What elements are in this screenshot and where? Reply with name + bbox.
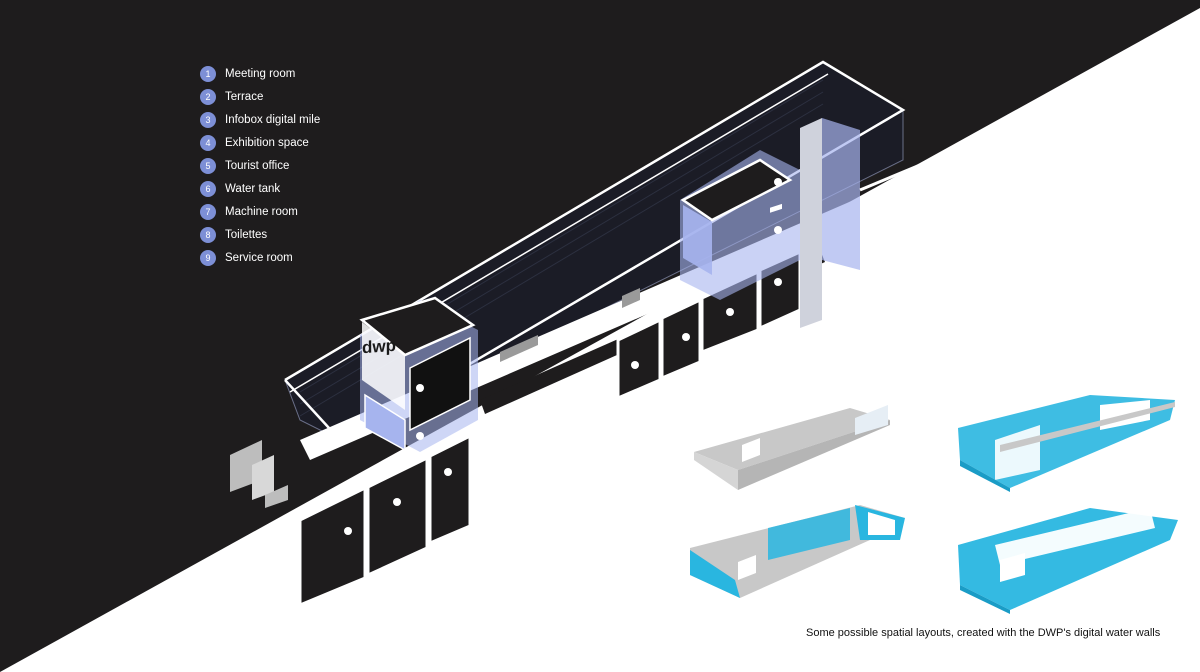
legend-item: 2 Terrace: [200, 85, 320, 108]
legend-number: 1: [200, 65, 216, 82]
layout-thumbnail-4: [958, 508, 1178, 614]
vertical-shaft: [800, 118, 822, 328]
legend-item: 6 Water tank: [200, 177, 320, 200]
legend-label: Machine room: [225, 205, 298, 218]
legend-item: 7 Machine room: [200, 200, 320, 223]
legend-item: 8 Toilettes: [200, 223, 320, 246]
roof-outline: [284, 60, 906, 442]
legend-item: 1 Meeting room: [200, 62, 320, 85]
legend-label: Toilettes: [225, 228, 268, 241]
lower-rooms: [298, 249, 802, 608]
legend-label: Infobox digital mile: [225, 113, 321, 126]
legend-number: 2: [200, 88, 216, 105]
legend-label: Water tank: [225, 182, 281, 195]
legend-number: 3: [200, 111, 216, 128]
legend-number: 8: [200, 226, 216, 243]
legend-label: Terrace: [225, 90, 264, 103]
legend-label: Service room: [225, 251, 293, 264]
meeting-room-roof: [359, 296, 476, 357]
legend-label: Tourist office: [225, 159, 290, 172]
legend-number: 9: [200, 249, 216, 266]
legend-number: 4: [200, 134, 216, 151]
layout-thumbnail-2: [958, 395, 1175, 492]
legend-item: 9 Service room: [200, 246, 320, 269]
legend-label: Exhibition space: [225, 136, 309, 149]
building-axonometric: [230, 60, 921, 608]
legend-item: 3 Infobox digital mile: [200, 108, 320, 131]
figure-caption: Some possible spatial layouts, created w…: [806, 627, 1161, 639]
legend-number: 7: [200, 203, 216, 220]
legend-number: 5: [200, 157, 216, 174]
legend-item: 5 Tourist office: [200, 154, 320, 177]
legend-number: 6: [200, 180, 216, 197]
room-markers: [344, 178, 782, 535]
legend-label: Meeting room: [225, 67, 296, 80]
layout-thumbnail-1: [694, 203, 890, 490]
layout-thumbnail-3: [690, 505, 905, 598]
room-legend: 1 Meeting room 2 Terrace 3 Infobox digital …: [200, 62, 320, 269]
legend-item: 4 Exhibition space: [200, 131, 320, 154]
dwp-logo: dwp: [362, 335, 396, 358]
